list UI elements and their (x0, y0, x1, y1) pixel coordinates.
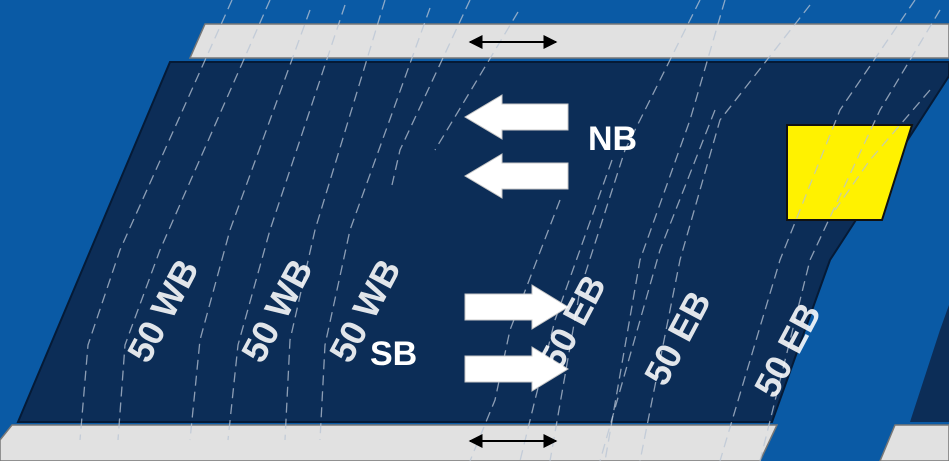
turn-path (469, 199, 561, 461)
turn-path (227, 4, 346, 441)
turn-path (434, 11, 519, 151)
sidewalk-top (188, 23, 949, 59)
road-surface (16, 61, 949, 423)
sidewalk-bottom (0, 424, 779, 461)
turn-path (391, 0, 471, 186)
turn-path (599, 109, 716, 461)
right-arrow-icon (464, 346, 569, 392)
northbound-label: NB (588, 120, 637, 158)
turn-path (549, 0, 701, 461)
southbound-label: SB (370, 335, 417, 373)
right-arrow-icon (464, 284, 569, 330)
turn-path (834, 89, 931, 211)
sidewalk-bottom-right (879, 424, 949, 461)
turn-path (604, 0, 726, 461)
turn-paths (79, 0, 941, 461)
left-arrow-icon (464, 94, 569, 140)
turn-path (719, 0, 916, 461)
turn-path (759, 9, 941, 461)
turn-path (319, 7, 431, 441)
turn-path (284, 0, 386, 441)
highlight-box (786, 124, 914, 221)
turn-path (639, 4, 811, 461)
turn-path (189, 9, 311, 441)
turn-path (117, 0, 271, 441)
road-fragment-right (910, 305, 949, 422)
turn-path (79, 0, 233, 441)
left-arrow-icon (464, 153, 569, 199)
